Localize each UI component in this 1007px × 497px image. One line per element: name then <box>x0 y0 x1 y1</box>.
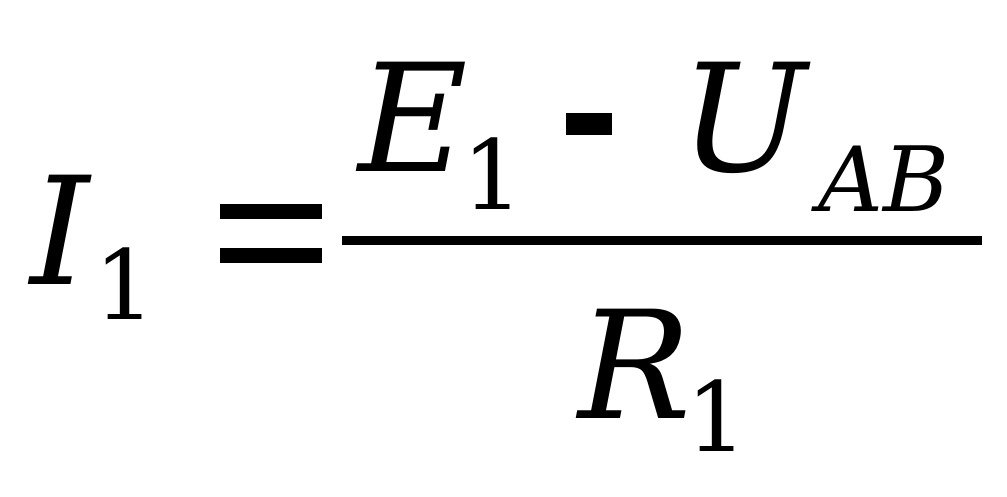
numerator-term1-subscript: 1 <box>462 120 524 232</box>
denominator-subscript: 1 <box>686 362 748 474</box>
lhs-symbol: I <box>30 146 90 320</box>
equals-sign-bottom <box>220 248 322 263</box>
lhs-subscript: 1 <box>94 230 156 342</box>
numerator-term2-subscript: AB <box>818 128 950 233</box>
denominator-symbol: R <box>578 280 691 454</box>
fraction-bar <box>342 236 982 245</box>
numerator-term1-symbol: E <box>358 33 468 207</box>
numerator-term2-symbol: U <box>680 33 807 207</box>
numerator-minus-sign <box>566 113 612 135</box>
equals-sign-top <box>220 204 322 219</box>
